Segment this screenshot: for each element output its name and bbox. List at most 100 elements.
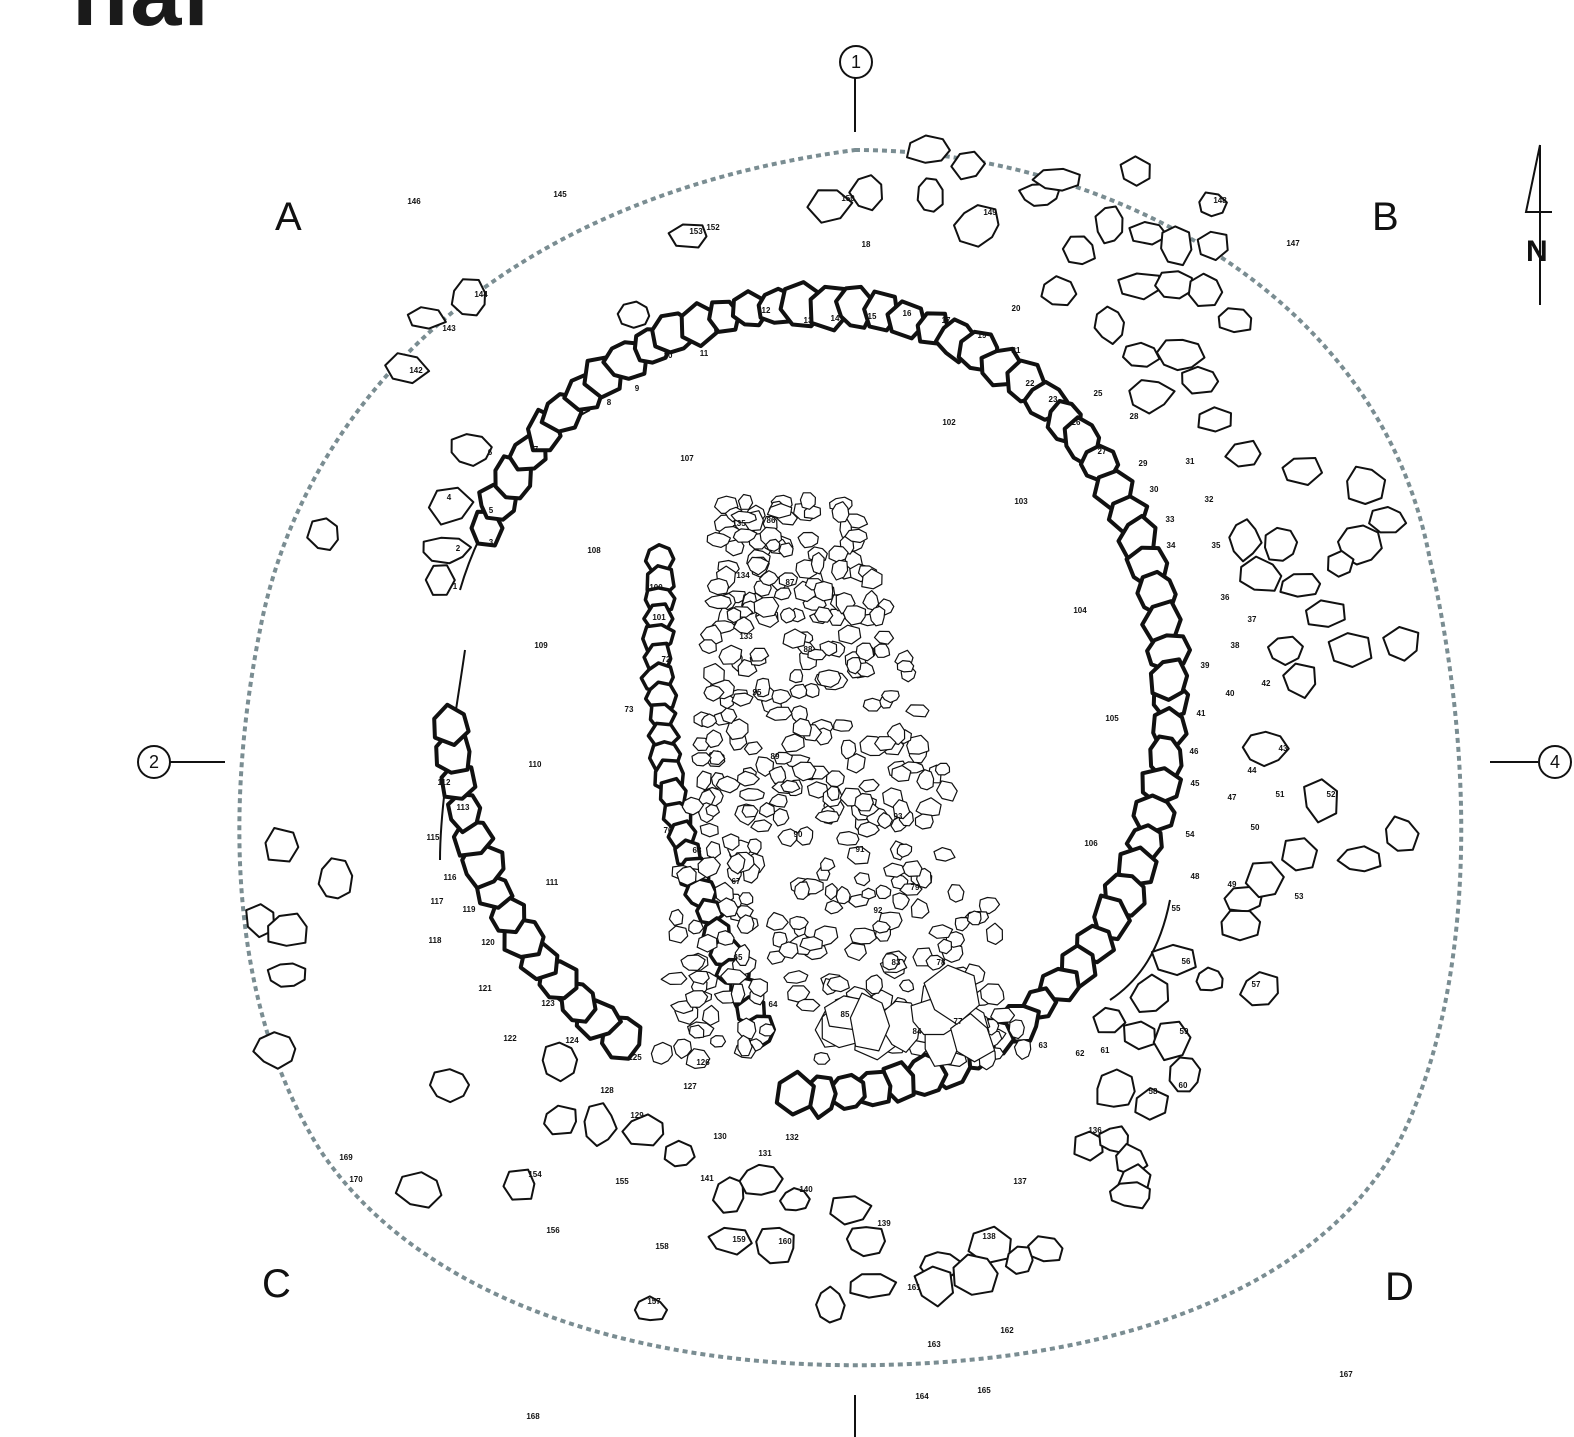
stone — [914, 813, 934, 830]
stone — [781, 733, 805, 753]
stone — [778, 941, 799, 959]
stone — [432, 702, 471, 747]
stone — [861, 568, 883, 590]
stone-number-label: 46 — [1190, 747, 1199, 756]
stone-number-label: 154 — [528, 1170, 542, 1179]
stone-number-label: 30 — [1150, 485, 1159, 494]
stone — [384, 352, 431, 385]
stone-number-label: 95 — [753, 688, 762, 697]
stone — [699, 822, 719, 838]
stone-number-label: 52 — [1327, 790, 1336, 799]
stone — [947, 884, 965, 903]
stone-number-label: 31 — [1186, 457, 1195, 466]
stone-number-label: 121 — [478, 984, 492, 993]
stone — [1264, 526, 1299, 562]
stone-number-label: 54 — [1186, 830, 1195, 839]
stone — [1004, 1245, 1034, 1275]
stone — [778, 542, 794, 558]
stone — [422, 536, 472, 565]
stone — [679, 301, 719, 349]
stone — [716, 930, 735, 946]
stone — [797, 531, 819, 549]
stone — [899, 979, 915, 993]
stone-number-label: 123 — [541, 999, 555, 1008]
stone — [306, 517, 339, 551]
stone — [668, 925, 689, 944]
stone — [732, 528, 758, 543]
stone-number-label: 77 — [954, 1017, 963, 1026]
stone — [849, 992, 891, 1052]
stone — [1385, 815, 1420, 852]
stone — [833, 719, 854, 732]
stone-number-label: 107 — [680, 454, 694, 463]
stone — [813, 1052, 831, 1065]
stone — [923, 964, 980, 1025]
stone — [704, 594, 732, 610]
stone-number-label: 41 — [1197, 709, 1206, 718]
stone — [541, 1041, 579, 1083]
stone — [266, 962, 307, 988]
stone — [845, 1226, 886, 1258]
stone-number-label: 35 — [1212, 541, 1221, 550]
stone — [1220, 909, 1262, 942]
stone-number-label: 55 — [1172, 904, 1181, 913]
stone — [1198, 191, 1228, 218]
stone — [1096, 1068, 1136, 1108]
stone-number-label: 13 — [804, 316, 813, 325]
stone — [738, 1163, 784, 1196]
stone-number-label: 19 — [978, 331, 987, 340]
stone — [1160, 225, 1193, 267]
stone — [1073, 1130, 1104, 1162]
stone-number-label: 105 — [1105, 714, 1119, 723]
stone — [267, 912, 308, 947]
stone — [779, 607, 796, 624]
stone-number-label: 152 — [706, 223, 720, 232]
stone — [701, 1004, 720, 1026]
stone — [896, 843, 913, 858]
stone-number-label: 122 — [503, 1034, 517, 1043]
stone — [779, 1187, 811, 1212]
stone — [861, 887, 877, 900]
stone — [252, 1031, 297, 1070]
stone-number-label: 59 — [1180, 1027, 1189, 1036]
stone — [731, 692, 754, 707]
stone-number-label: 134 — [736, 571, 750, 580]
stone-number-label: 156 — [546, 1226, 560, 1235]
stone — [696, 770, 712, 791]
stone-number-label: 103 — [1014, 497, 1028, 506]
stone — [755, 677, 771, 698]
stone-number-label: 85 — [841, 1010, 850, 1019]
stone — [836, 831, 860, 846]
stone-number-label: 149 — [983, 208, 997, 217]
stone-number-label: 17 — [942, 316, 951, 325]
stone — [777, 828, 798, 847]
stone-number-label: 117 — [431, 897, 444, 906]
stone — [806, 189, 854, 224]
stone-number-label: 70 — [664, 826, 673, 835]
stone — [899, 882, 923, 896]
stone-number-label: 135 — [732, 519, 746, 528]
stone-number-label: 111 — [546, 878, 559, 887]
stone — [670, 1000, 694, 1014]
stone — [813, 606, 834, 623]
stone-number-label: 7 — [534, 445, 539, 454]
stone — [1109, 1181, 1151, 1210]
quadrant-label-a: A — [275, 195, 302, 239]
stone — [717, 897, 739, 918]
stone — [394, 1171, 443, 1209]
stone — [810, 551, 825, 575]
stone-number-label: 65 — [734, 953, 743, 962]
stone — [1098, 1125, 1129, 1154]
stone — [950, 1013, 996, 1063]
stone-number-label: 44 — [1248, 766, 1257, 775]
stone-number-label: 40 — [1226, 689, 1235, 698]
stone-number-label: 102 — [942, 418, 956, 427]
stone — [710, 1035, 727, 1048]
stone — [264, 827, 300, 863]
stone — [842, 605, 867, 626]
stone — [1244, 861, 1285, 899]
stone — [858, 778, 880, 793]
stone-number-label: 58 — [1149, 1087, 1158, 1096]
stone — [765, 706, 793, 721]
